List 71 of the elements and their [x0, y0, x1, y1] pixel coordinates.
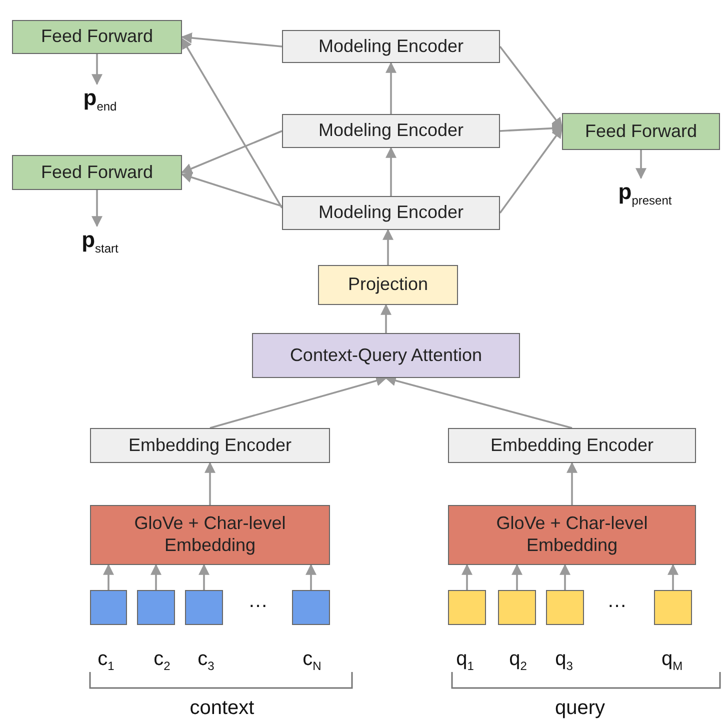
token-label: q$_{2}$	[509, 648, 527, 673]
box-label: Modeling Encoder	[318, 202, 464, 224]
arrow	[499, 46, 563, 129]
arrow	[92, 190, 102, 228]
arrow	[380, 304, 392, 333]
arrow	[198, 564, 210, 590]
box-label: GloVe + Char-level Embedding	[133, 513, 287, 557]
arrow	[512, 564, 522, 590]
embedding-box	[90, 505, 330, 565]
box-label: Projection	[348, 274, 428, 296]
feed-forward-box	[12, 20, 182, 54]
token-label: q$_{1}$	[456, 648, 474, 673]
context-token-box	[292, 590, 330, 625]
box-label: Feed Forward	[40, 162, 154, 184]
context-token-box	[90, 590, 127, 625]
arrow	[180, 172, 282, 208]
arrow	[462, 564, 472, 590]
arrow	[500, 122, 564, 134]
box-label: Context-Query Attention	[290, 344, 482, 366]
token-label: c$_{1}$	[98, 648, 114, 673]
token-label: c$_{3}$	[198, 648, 214, 673]
context-token-box	[137, 590, 175, 625]
arrow	[306, 564, 316, 590]
box-label: Feed Forward	[40, 26, 154, 48]
output-label: p$_{end}$	[70, 84, 130, 114]
encoder-box	[282, 30, 500, 63]
arrow	[668, 564, 678, 590]
box-label: Modeling Encoder	[318, 120, 464, 142]
encoder-box	[90, 428, 330, 463]
encoder-box	[282, 196, 500, 230]
arrow	[92, 54, 102, 86]
arrow	[181, 38, 283, 208]
arrow	[499, 126, 563, 214]
output-label: p$_{start}$	[60, 226, 140, 256]
token-label: q$_{M}$	[661, 648, 683, 673]
arrow	[382, 228, 394, 265]
arrow	[103, 564, 114, 590]
box-label: Embedding Encoder	[128, 434, 292, 456]
arrow	[180, 130, 282, 174]
box-label: Embedding Encoder	[490, 434, 654, 456]
feed-forward-box	[562, 113, 720, 150]
encoder-box	[448, 428, 696, 463]
attention-box	[252, 333, 520, 378]
group-label: query	[554, 697, 606, 720]
projection-box	[318, 265, 458, 305]
context-token-box	[185, 590, 223, 625]
query-token-box	[448, 590, 486, 625]
token-label: q$_{3}$	[555, 648, 573, 673]
query-token-box	[654, 590, 692, 625]
group-label: context	[190, 697, 254, 720]
box-label: Feed Forward	[584, 120, 698, 142]
embedding-box	[448, 505, 696, 565]
arrow	[150, 564, 162, 590]
arrow	[566, 462, 578, 505]
query-token-box	[546, 590, 584, 625]
feed-forward-box	[12, 155, 182, 190]
arrow	[636, 150, 646, 180]
arrow	[204, 462, 216, 505]
arrow	[560, 564, 570, 590]
encoder-box	[282, 114, 500, 148]
box-label: Modeling Encoder	[318, 36, 464, 58]
output-label: p$_{present}$	[590, 178, 700, 208]
arrow	[386, 146, 396, 196]
box-label: GloVe + Char-level Embedding	[495, 513, 649, 557]
ellipsis: …	[248, 590, 268, 613]
ellipsis: …	[607, 590, 627, 613]
token-label: c$_{N}$	[302, 648, 322, 673]
query-token-box	[498, 590, 536, 625]
arrow	[386, 62, 396, 114]
token-label: c$_{2}$	[154, 648, 170, 673]
arrow	[180, 32, 282, 48]
